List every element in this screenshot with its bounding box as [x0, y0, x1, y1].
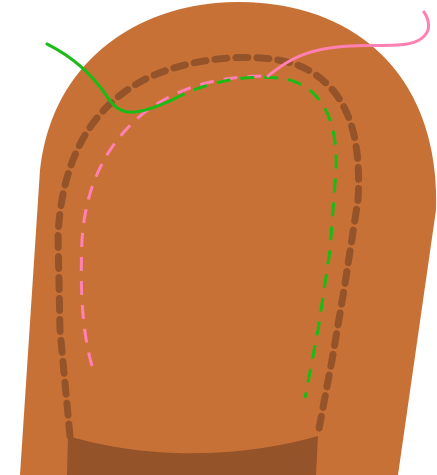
leather-base-strip	[67, 436, 318, 475]
brown-stitch-line	[54, 53, 363, 440]
green-thread-end	[45, 42, 174, 114]
pink-stitch-line	[79, 74, 269, 367]
pink-thread-end	[266, 10, 430, 78]
green-stitch-line	[171, 75, 338, 399]
